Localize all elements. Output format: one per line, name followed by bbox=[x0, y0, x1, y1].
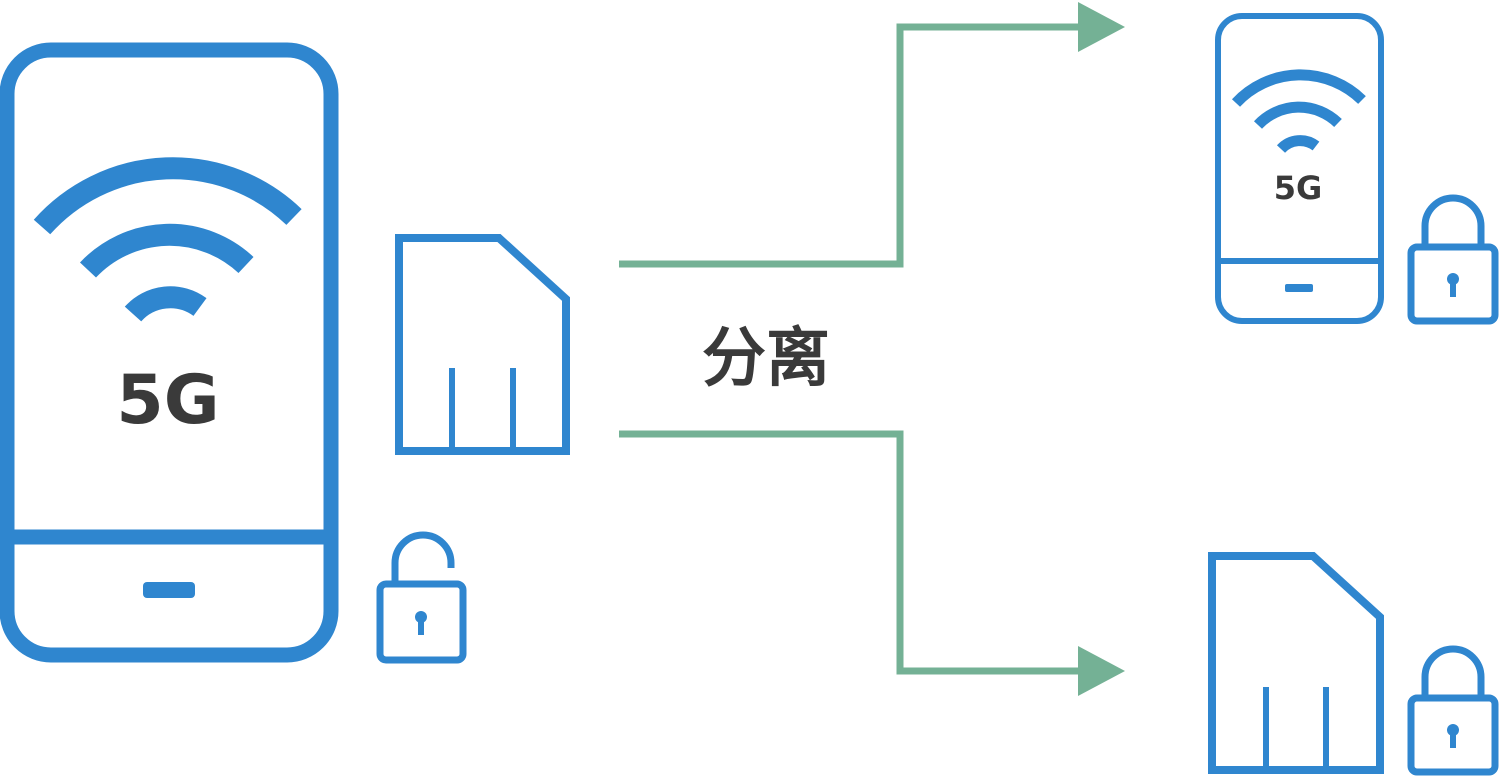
source-network-label: 5G bbox=[116, 361, 219, 440]
result-sim-locked-padlock-icon bbox=[1407, 645, 1499, 776]
result-phone-icon bbox=[1215, 13, 1384, 324]
result-phone-locked-padlock-icon bbox=[1407, 194, 1499, 325]
result-wifi-signal-icon bbox=[1231, 69, 1366, 153]
source-phone-icon bbox=[0, 42, 339, 663]
split-arrow-upper bbox=[619, 2, 1125, 268]
source-unlocked-padlock-icon bbox=[376, 531, 467, 664]
action-label: 分离 bbox=[702, 322, 830, 396]
split-arrow-lower bbox=[619, 430, 1125, 696]
result-sim-card-icon bbox=[1208, 552, 1384, 774]
source-wifi-signal-icon bbox=[33, 157, 302, 322]
result-network-label: 5G bbox=[1274, 169, 1323, 207]
source-sim-card-icon bbox=[395, 234, 570, 455]
